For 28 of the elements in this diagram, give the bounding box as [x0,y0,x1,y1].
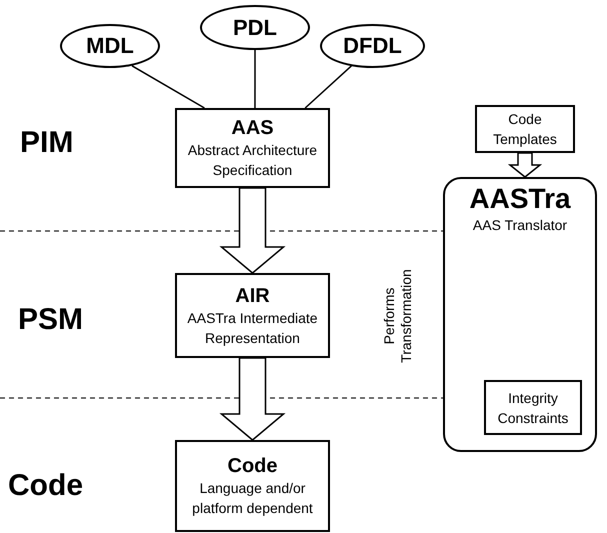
node-title: AAS [231,116,274,140]
hollow-arrow [219,357,286,441]
process-box [175,108,330,188]
process-box [175,273,330,358]
node-title: MDL [86,34,134,58]
node-title: Code [228,454,278,478]
process-box [484,380,582,435]
node-description: AAS Translator [472,216,568,235]
hollow-arrow [219,187,286,274]
node-description: Abstract Architecture Specification [186,141,318,180]
node-title: DFDL [343,34,402,58]
node-description: Language and/or platform dependent [191,479,314,518]
level-label: Code [8,468,83,504]
connector-line [132,65,205,109]
node-title: AASTra [469,183,571,215]
level-label: PIM [20,125,74,161]
connector-line [254,50,256,108]
node-title: AIR [235,284,270,308]
node-title: PDL [233,16,277,40]
hollow-arrow [508,152,542,178]
side-label: Performs Transformation [381,268,415,365]
node-title: Integrity Constraints [496,388,570,428]
process-box [175,440,330,532]
level-label: PSM [18,302,84,338]
node-title: Code Templates [492,110,558,149]
process-box [475,105,575,153]
node-description: AASTra Intermediate Representation [186,308,319,348]
connector-line [304,65,352,109]
